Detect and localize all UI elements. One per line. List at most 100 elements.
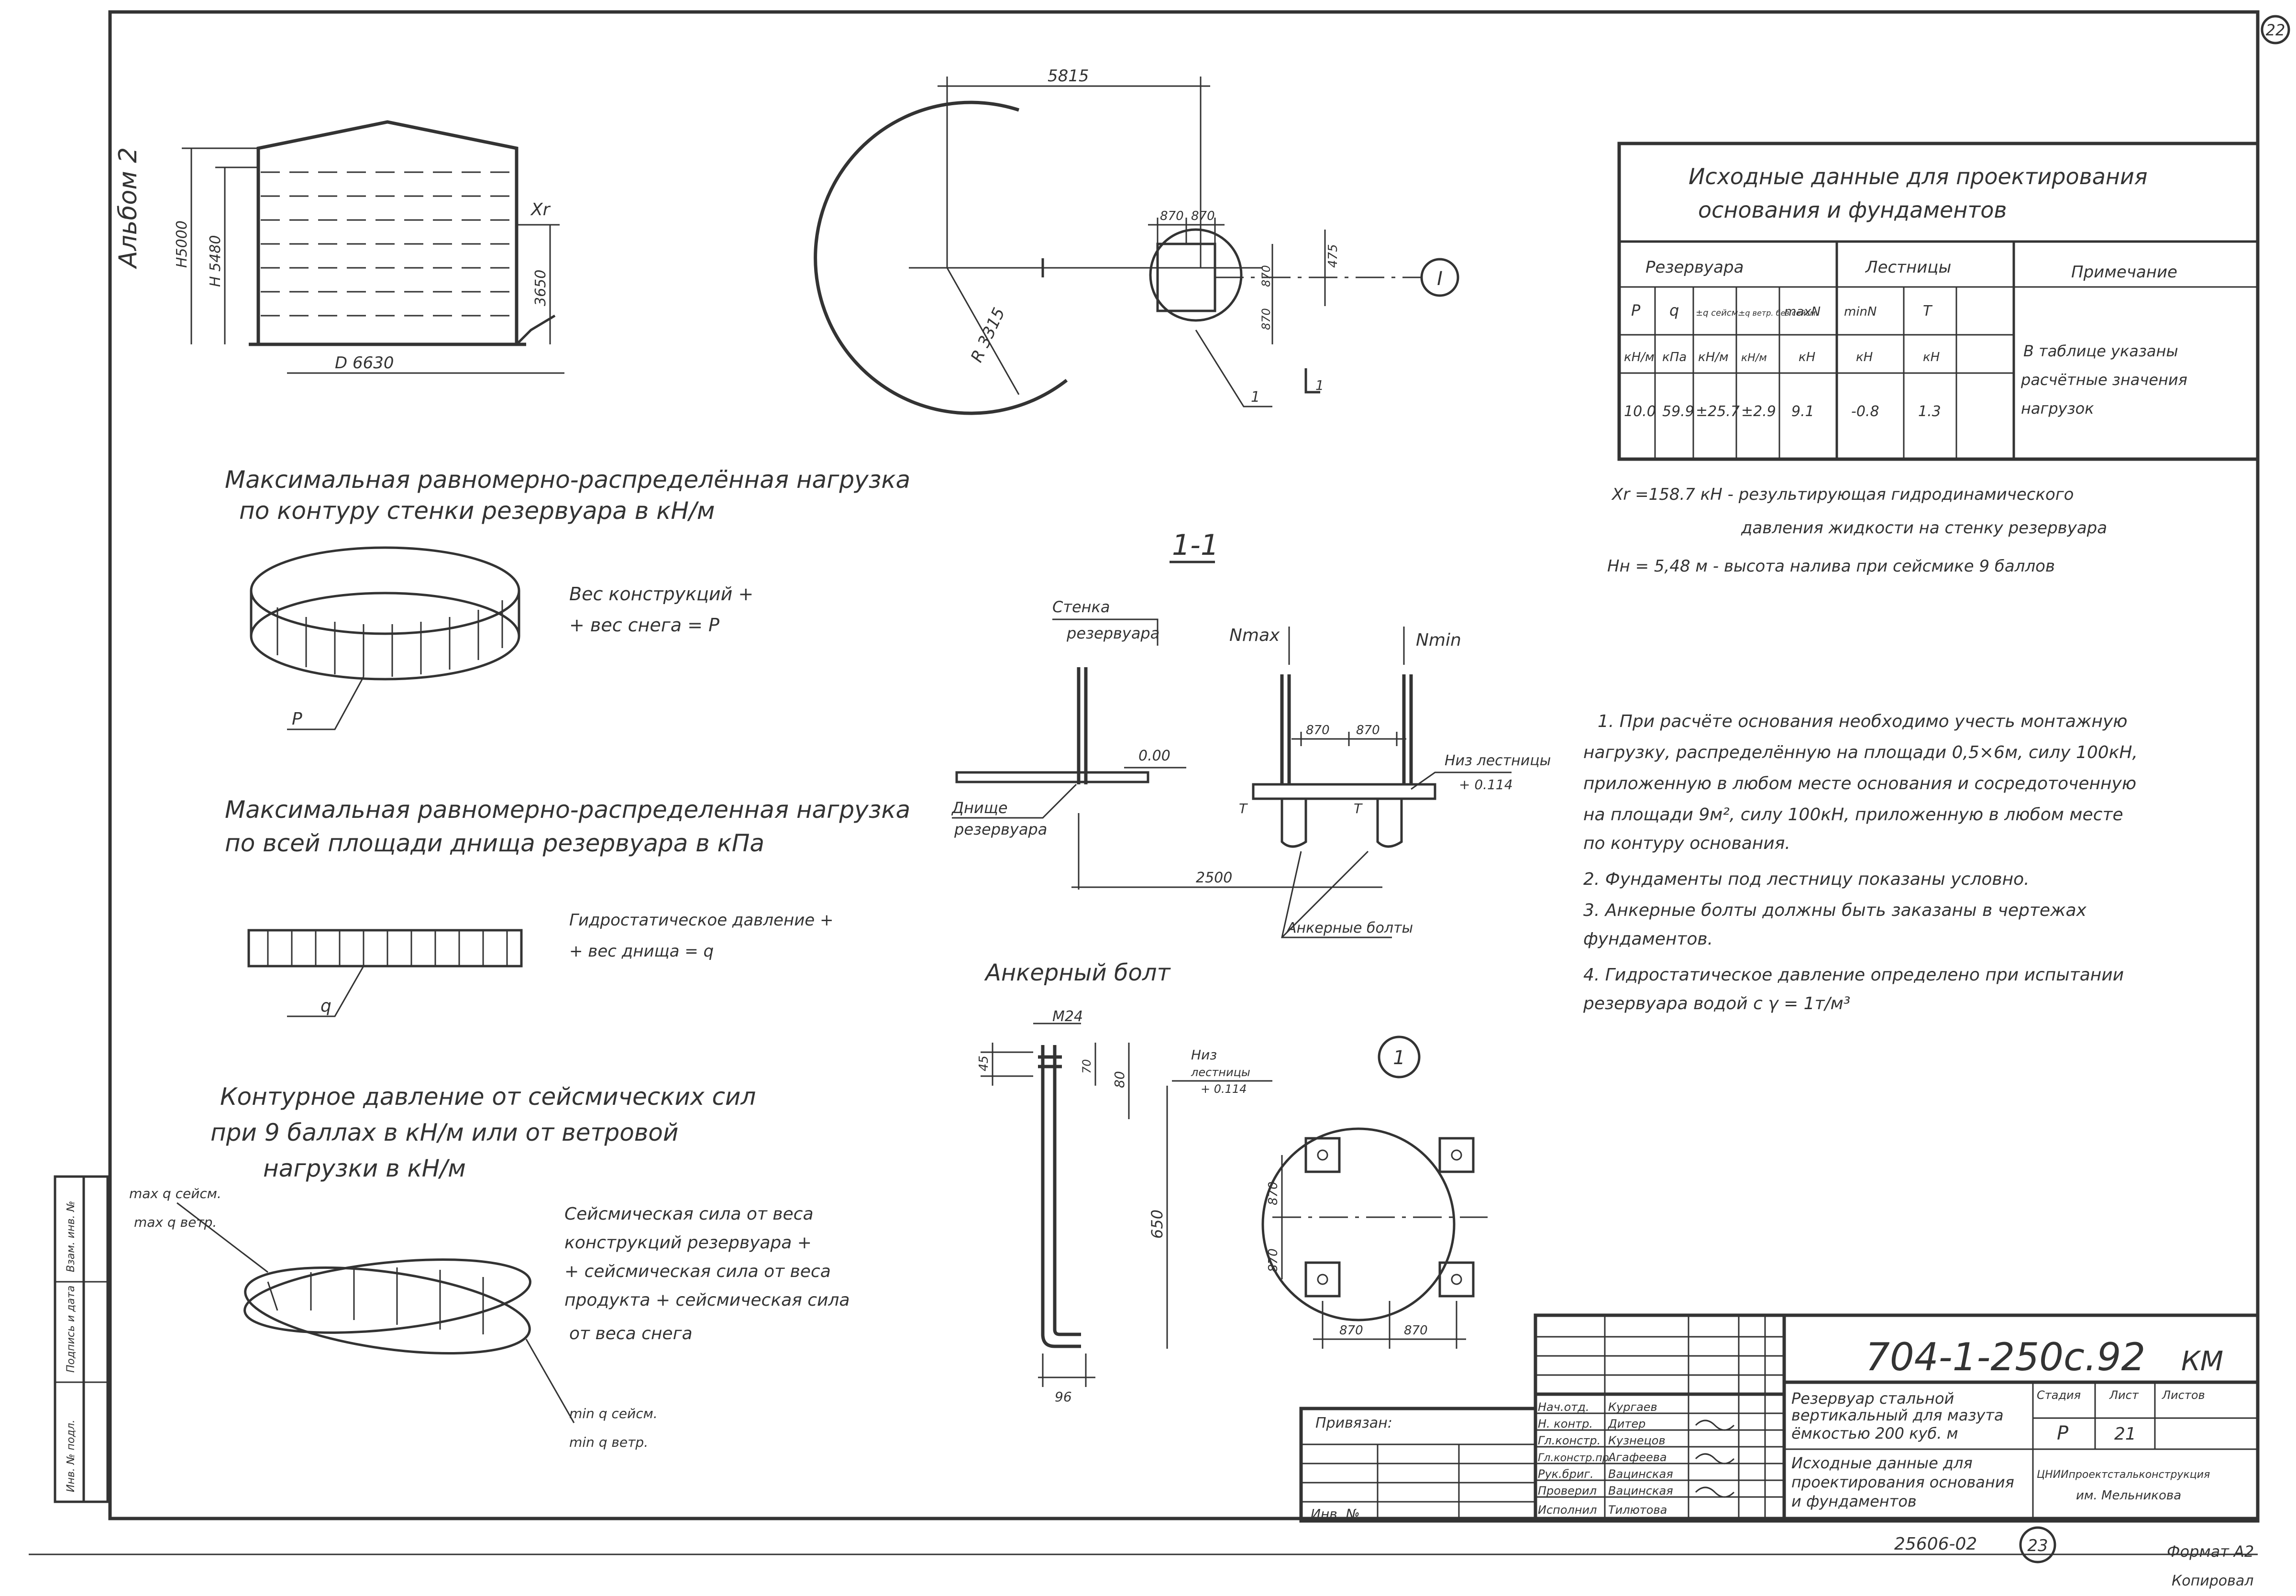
svg-text:фундаментов.: фундаментов. [1583,929,1713,949]
svg-text:0.00: 0.00 [1138,748,1170,764]
svg-text:870: 870 [1339,1323,1363,1338]
svg-text:Контурное давление от сейсмиче: Контурное давление от сейсмических сил [220,1083,756,1111]
svg-text:70: 70 [1080,1059,1093,1074]
svg-text:и фундаментов: и фундаментов [1791,1492,1917,1510]
svg-text:45: 45 [977,1056,991,1071]
svg-text:5815: 5815 [1048,66,1089,86]
svg-text:Анкерный болт: Анкерный болт [984,959,1171,986]
svg-text:Максимальная равномерно-распре: Максимальная равномерно-распределённая н… [225,466,910,494]
svg-text:max q ветр.: max q ветр. [134,1214,217,1230]
svg-text:59.9: 59.9 [1662,403,1694,420]
sheet-frame [108,10,2260,1520]
svg-text:Копировал: Копировал [2172,1573,2253,1589]
svg-text:+ сейсмическая сила от веса: + сейсмическая сила от веса [564,1262,831,1281]
svg-text:475: 475 [1326,244,1340,268]
svg-text:нагрузку, распределённую на пл: нагрузку, распределённую на площади 0,5×… [1583,743,2138,762]
svg-text:резервуара водой с γ = 1т/м³: резервуара водой с γ = 1т/м³ [1583,994,1850,1013]
svg-text:870: 870 [1356,723,1380,737]
section-title: 1-1 [1172,528,1219,562]
load-seismic: Контурное давление от сейсмических сил п… [129,1083,850,1450]
svg-text:вертикальный для мазута: вертикальный для мазута [1791,1406,2004,1424]
svg-text:резервуара: резервуара [1066,624,1159,642]
svg-text:+ вес днища = q: + вес днища = q [569,942,714,961]
svg-text:Р: Р [2057,1422,2069,1444]
svg-text:Нач.отд.: Нач.отд. [1538,1400,1589,1414]
anchor-bolt: Анкерный болт M24 45 70 80 650 96 Низ ле… [977,959,1272,1405]
svg-text:Проверил: Проверил [1538,1484,1597,1497]
svg-text:Nmin: Nmin [1416,630,1461,650]
sheet-number-top: 22 [2266,21,2285,39]
svg-text:H 5480: H 5480 [207,235,224,287]
svg-text:870: 870 [1259,265,1273,287]
svg-text:Исходные данные для: Исходные данные для [1791,1454,1973,1472]
svg-text:-0.8: -0.8 [1851,403,1879,420]
svg-text:P: P [1631,301,1641,319]
svg-text:лестницы: лестницы [1191,1066,1250,1079]
svg-text:H5000: H5000 [174,220,190,268]
svg-text:P: P [292,709,302,729]
svg-text:Исполнил: Исполнил [1538,1503,1597,1517]
svg-text:1: 1 [1251,389,1260,406]
svg-text:870: 870 [1266,1181,1280,1205]
svg-text:проектирования основания: проектирования основания [1791,1473,2014,1491]
tank-plan: 5815 R 3315 870 870 870 870 475 I 1 1 [814,66,1459,415]
svg-text:+ 0.114: + 0.114 [1201,1082,1247,1096]
svg-text:80: 80 [1112,1071,1127,1088]
svg-text:3. Анкерные болты должны быть: 3. Анкерные болты должны быть заказаны в… [1583,901,2087,920]
svg-text:T: T [1923,303,1933,319]
svg-text:кПа: кПа [1662,350,1687,364]
svg-text:КМ: КМ [2181,1346,2223,1377]
svg-text:Днище: Днище [951,799,1008,817]
svg-text:от веса снега: от веса снега [569,1324,693,1343]
side-stamp: Инв. № подл. Подпись и дата Взам. инв. № [54,1175,109,1503]
svg-text:25606-02: 25606-02 [1894,1534,1977,1554]
svg-text:Примечание: Примечание [2071,263,2177,282]
svg-text:ЦНИИпроектстальконструкция: ЦНИИпроектстальконструкция [2037,1469,2210,1481]
svg-text:Формат А2: Формат А2 [2167,1542,2254,1561]
svg-text:1: 1 [1393,1047,1405,1069]
svg-text:Xr: Xr [530,200,551,220]
svg-text:min q сейсм.: min q сейсм. [569,1406,658,1421]
svg-text:Инв. №: Инв. № [1311,1506,1360,1522]
svg-text:1. При расчёте основания необх: 1. При расчёте основания необходимо учес… [1598,712,2128,731]
svg-text:870: 870 [1259,308,1273,330]
svg-text:давления жидкости на стенку ре: давления жидкости на стенку резервуара [1741,518,2107,538]
svg-text:кН: кН [1856,350,1873,364]
svg-text:Вацинская: Вацинская [1608,1484,1673,1497]
svg-text:96: 96 [1055,1389,1072,1405]
svg-text:Низ: Низ [1191,1047,1217,1063]
svg-text:по контуру стенки резервуара в: по контуру стенки резервуара в кН/м [239,497,715,525]
svg-text:±q сейсм.: ±q сейсм. [1696,308,1741,318]
svg-text:T: T [1239,801,1248,816]
svg-text:q: q [1669,301,1679,319]
svg-text:Сейсмическая сила от веса: Сейсмическая сила от веса [564,1204,814,1224]
svg-text:В таблице указаны: В таблице указаны [2023,342,2178,360]
table-title: Исходные данные для проектирования [1689,164,2148,189]
svg-text:по контуру основания.: по контуру основания. [1583,834,1790,853]
svg-text:Лист: Лист [2109,1388,2139,1402]
svg-text:при 9 баллах в кН/м или от вет: при 9 баллах в кН/м или от ветровой [210,1119,678,1146]
svg-text:Н. контр.: Н. контр. [1538,1417,1593,1431]
legend: Xr =158.7 кН - результирующая гидродинам… [1607,485,2107,576]
tank-section: H5000 H 5480 3650 Xr D 6630 [174,120,564,374]
svg-text:Рук.бриг.: Рук.бриг. [1538,1467,1594,1481]
svg-text:кН: кН [1799,350,1815,364]
svg-text:max q сейсм.: max q сейсм. [129,1186,221,1201]
svg-text:Инв. № подл.: Инв. № подл. [65,1420,77,1492]
svg-text:Тилютова: Тилютова [1608,1503,1667,1517]
svg-text:+ вес снега = P: + вес снега = P [569,615,719,636]
svg-text:Низ лестницы: Низ лестницы [1445,752,1551,769]
document-code: 704-1-250с.92 [1866,1335,2145,1379]
svg-text:конструкций резервуара +: конструкций резервуара + [564,1233,812,1253]
svg-text:основания и фундаментов: основания и фундаментов [1698,197,2007,223]
svg-text:650: 650 [1148,1210,1166,1239]
svg-text:нагрузки в кН/м: нагрузки в кН/м [263,1155,466,1182]
svg-text:Взам. инв. №: Взам. инв. № [65,1201,77,1272]
svg-text:Гл.констр.: Гл.констр. [1538,1434,1601,1447]
node-1: 1 870 870 870 870 [1261,1035,1488,1349]
svg-text:Xr =158.7 кН - результирующая: Xr =158.7 кН - результирующая гидродинам… [1611,485,2074,504]
svg-text:4. Гидростатическое давление о: 4. Гидростатическое давление определено … [1583,965,2124,985]
svg-text:Листов: Листов [2162,1388,2205,1402]
svg-text:Гидростатическое давление +: Гидростатическое давление + [569,911,834,930]
svg-text:D 6630: D 6630 [335,353,394,373]
